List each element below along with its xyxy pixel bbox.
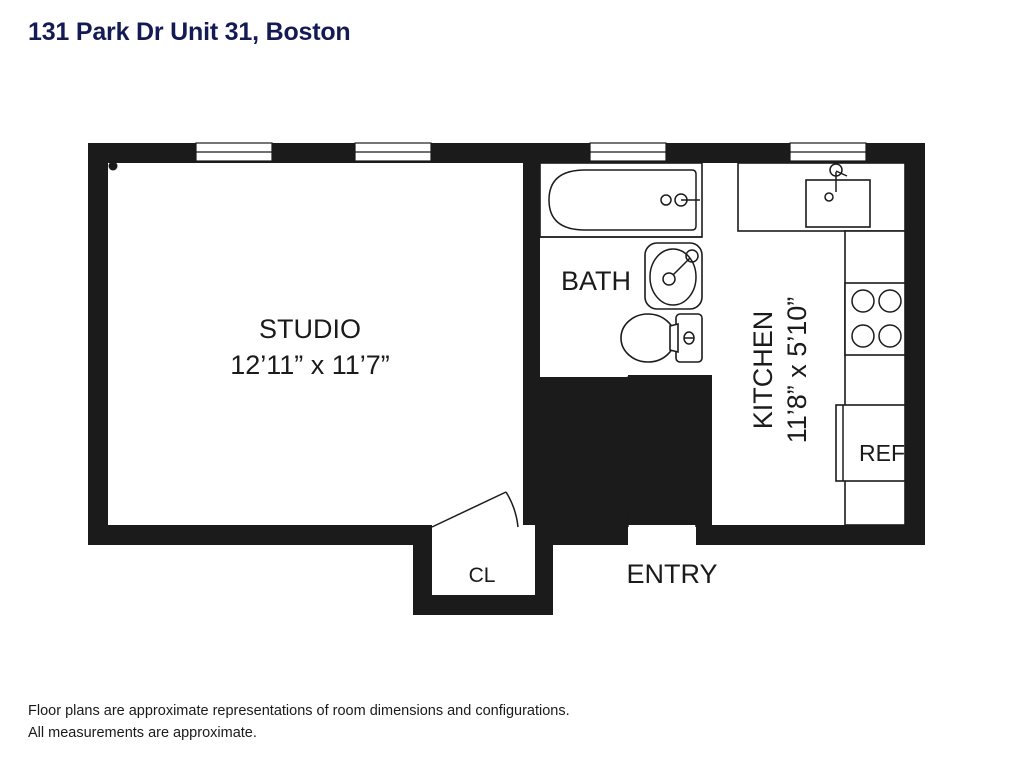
disclaimer: Floor plans are approximate representati… — [28, 700, 570, 745]
disclaimer-line-1: Floor plans are approximate representati… — [28, 703, 570, 719]
refrigerator-fixture: REF — [835, 404, 906, 482]
window-3 — [589, 142, 667, 162]
studio-dimensions: 12’11” x 11’7” — [230, 350, 390, 380]
kitchen-counter-top — [737, 162, 906, 232]
entry-door-opening — [628, 525, 696, 547]
bath-door — [539, 376, 629, 425]
windows — [195, 142, 867, 162]
entry-door — [626, 452, 697, 528]
entry-label: ENTRY — [626, 559, 717, 589]
disclaimer-line-2: All measurements are approximate. — [28, 725, 257, 742]
entry-area: ENTRY — [626, 452, 718, 589]
window-1 — [195, 142, 273, 162]
origin-marker-dot — [108, 161, 118, 171]
page-title: 131 Park Dr Unit 31, Boston — [28, 18, 351, 46]
toilet-fixture — [620, 313, 703, 363]
studio-label: STUDIO — [259, 314, 361, 344]
window-4 — [789, 142, 867, 162]
kitchen-label: KITCHEN — [748, 311, 778, 430]
kitchen-room: REF KITCHEN 11’8” x 5’10” — [737, 162, 906, 526]
studio-floor — [108, 163, 523, 525]
kitchen-dimensions: 11’8” x 5’10” — [782, 297, 812, 444]
entry-floor — [712, 163, 742, 525]
bath-room: BATH — [539, 162, 703, 425]
bathroom-sink-fixture — [644, 242, 703, 310]
bath-door-opening — [540, 363, 628, 377]
closet-label: CL — [469, 564, 496, 587]
closet-opening — [432, 525, 535, 547]
bath-label: BATH — [561, 266, 631, 296]
closet-room: CL — [431, 491, 519, 587]
stove-fixture — [844, 282, 906, 356]
window-2 — [354, 142, 432, 162]
studio-room: STUDIO 12’11” x 11’7” — [108, 161, 390, 380]
bathtub-fixture — [539, 162, 703, 238]
closet-door — [431, 491, 519, 528]
refrigerator-label: REF — [859, 440, 905, 466]
